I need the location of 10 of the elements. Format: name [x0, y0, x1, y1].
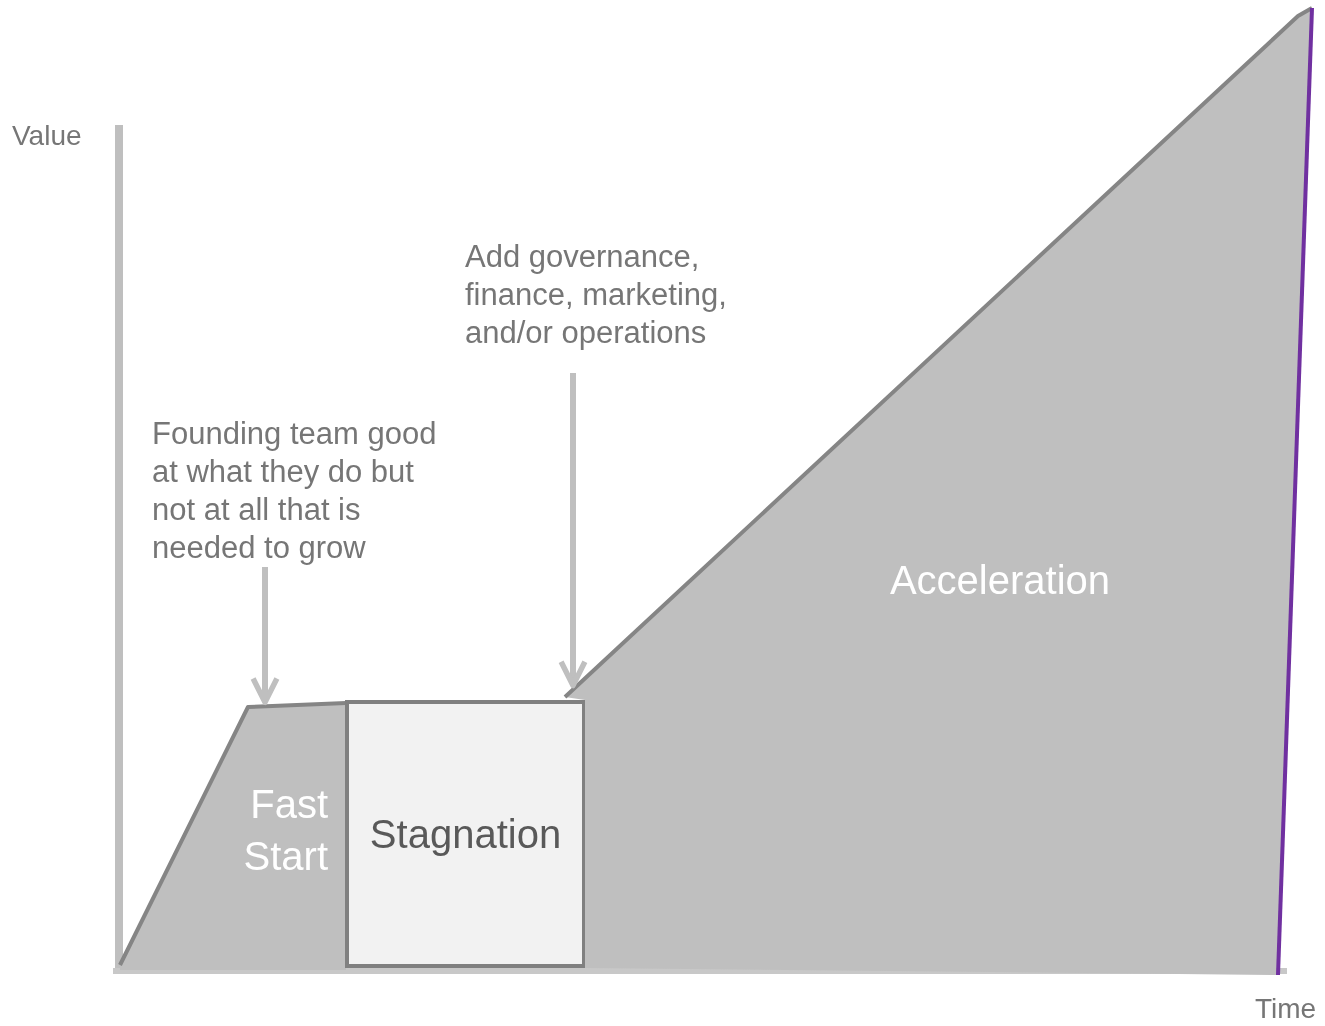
arrow: [558, 373, 588, 689]
stagnation-box: Stagnation: [345, 700, 586, 968]
region-label: Acceleration: [888, 557, 1112, 604]
axis-label: Value: [12, 120, 82, 152]
region-label: Fast Start: [242, 781, 328, 880]
annotation-text: Founding team good at what they do but not at all that is needed to grow: [152, 415, 452, 567]
annotation-text: Add governance, finance, marketing, and/or operations: [465, 238, 755, 373]
arrow: [250, 567, 280, 706]
area-region: [116, 700, 348, 970]
axis-label: Time: [1255, 993, 1317, 1025]
